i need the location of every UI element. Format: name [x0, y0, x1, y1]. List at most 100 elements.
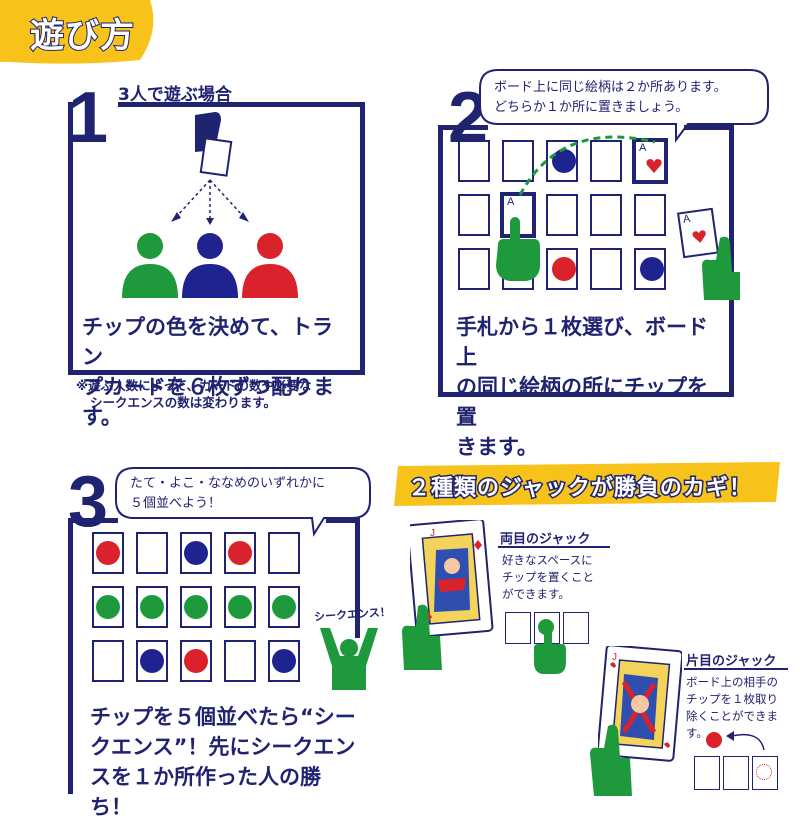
board-cell — [590, 140, 622, 182]
title-badge-shape — [0, 0, 154, 64]
chip-blue — [552, 149, 576, 173]
step3-frame-top-left — [68, 518, 118, 523]
jacks-title: ２種類のジャックが勝負のカギ！ — [407, 475, 753, 503]
board-cell — [505, 612, 531, 644]
board-cell — [502, 140, 534, 182]
deal-arrows-icon — [171, 179, 249, 225]
step1-note-line: シークエンスの数は変わります。 — [90, 395, 277, 410]
board-cell — [458, 140, 490, 182]
card-rank: A — [682, 212, 692, 226]
board-cell — [634, 194, 666, 236]
step2-text-line: 手札から１枚選び、ボード上 — [456, 315, 708, 369]
chip-blue — [140, 649, 164, 673]
step2-bubble-text: ボード上に同じ絵柄は２か所あります。 どちらか１か所に置きましょう。 — [494, 78, 764, 118]
chip-red — [96, 541, 120, 565]
step1-text: チップの色を決めて、トラン プカードを６枚ずつ配ります。 — [82, 312, 352, 432]
board-cell — [752, 756, 778, 790]
one-eyed-desc-line: チップを１枚取り — [686, 692, 778, 706]
step3-board — [92, 532, 312, 692]
players-group — [122, 233, 298, 298]
step2-bubble-line: ボード上に同じ絵柄は２か所あります。 — [494, 80, 727, 95]
board-cell — [546, 194, 578, 236]
board-cell — [268, 532, 300, 574]
step3-bubble-line: ５個並べよう！ — [130, 496, 222, 511]
step3-frame-right — [355, 518, 360, 638]
hand-card: A — [676, 207, 720, 259]
card-rank: A — [507, 196, 515, 208]
step1-text-line: プカードを６枚ずつ配ります。 — [82, 375, 334, 429]
chip-red — [706, 732, 722, 748]
step1-note: ※遊ぶ人数によって、カードの数や必要な シークエンスの数は変わります。 — [76, 377, 366, 411]
board-cell — [694, 756, 720, 790]
move-arc — [518, 135, 656, 196]
step3-text: チップを５個並べたら“シー クエンス”！先にシークエン スを１か所作った人の勝ち… — [90, 702, 360, 822]
board-cell-ace-hearts: A — [500, 192, 536, 238]
board-cell — [590, 194, 622, 236]
step3-speech-bubble — [115, 467, 371, 537]
chip-green — [184, 595, 208, 619]
card-rank: A — [639, 142, 647, 154]
step1-note-line: ※遊ぶ人数によって、カードの数や必要な — [76, 378, 312, 393]
two-eyed-jack-desc: 好きなスペースに チップを置くこと ができます。 — [502, 552, 612, 603]
one-eyed-jack-desc: ボード上の相手の チップを１枚取り 除くことができます。 — [686, 674, 798, 742]
page-title: 遊び方 — [29, 15, 135, 57]
jack-card-icon — [410, 520, 494, 638]
chip-green — [228, 595, 252, 619]
chip-green — [96, 595, 120, 619]
pointing-hand-icon — [496, 217, 540, 281]
title-badge: 遊び方 — [0, 0, 180, 70]
step3-text-line: スを１か所作った人の勝ち！ — [90, 765, 321, 819]
step3-frame-top-right — [326, 518, 360, 523]
step2-frame-bottom — [438, 392, 734, 397]
removed-chip-outline — [756, 764, 772, 780]
board-cell — [136, 532, 168, 574]
card-rank: J — [612, 652, 617, 663]
one-eyed-underline — [684, 668, 788, 670]
step2-text-line: の同じ絵柄の所にチップを置 — [456, 375, 708, 429]
step1-frame-top — [118, 102, 360, 107]
person-icon — [242, 233, 298, 298]
step2-frame-left — [438, 125, 443, 397]
step2-bubble-line: どちらか１か所に置きましょう。 — [494, 100, 689, 115]
step3-frame-left — [68, 518, 73, 794]
step2-text: 手札から１枚選び、ボード上 の同じ絵柄の所にチップを置 きます。 — [456, 312, 726, 462]
removal-arrow-icon — [726, 731, 765, 751]
chip-red — [184, 649, 208, 673]
heart-icon — [692, 230, 706, 243]
step1-heading: 3人で遊ぶ場合 — [118, 85, 232, 105]
chip-green — [140, 595, 164, 619]
chip-blue — [640, 257, 664, 281]
step3-text-line: クエンス”！先にシークエン — [90, 735, 356, 759]
step3-bubble-line: たて・よこ・ななめのいずれかに — [130, 476, 326, 491]
chip-red — [552, 257, 576, 281]
jack-card-icon — [598, 646, 682, 762]
board-cell — [458, 194, 490, 236]
board-cell — [563, 612, 589, 644]
board-cell — [92, 640, 124, 682]
step3-number: 3 — [68, 462, 109, 542]
cheering-person-icon — [320, 628, 378, 690]
one-eyed-desc-line: 除くことができます。 — [686, 709, 778, 740]
board-cell — [590, 248, 622, 290]
step3-text-line: チップを５個並べたら“シー — [90, 705, 356, 729]
card-rank: J — [430, 528, 435, 539]
chip-blue — [272, 649, 296, 673]
hand-holding-card-icon — [402, 604, 442, 670]
one-eyed-mini-board — [694, 756, 780, 792]
person-icon — [182, 233, 238, 298]
step1-text-line: チップの色を決めて、トラン — [82, 315, 333, 369]
board-cell — [458, 248, 490, 290]
two-eyed-desc-line: チップを置くこと — [502, 570, 594, 584]
hand-holding-card-icon — [195, 112, 233, 177]
hand-holding-card-icon — [702, 236, 740, 300]
step1-frame — [68, 102, 365, 375]
board-cell — [723, 756, 749, 790]
chip-red — [228, 541, 252, 565]
two-eyed-jack-title: 両目のジャック — [500, 532, 591, 547]
hand-holding-card-icon — [590, 724, 632, 796]
step1-number: 1 — [68, 78, 109, 158]
person-icon — [122, 233, 178, 298]
step2-frame-right — [729, 125, 734, 397]
step2-speech-bubble — [479, 69, 769, 143]
chip-blue — [184, 541, 208, 565]
